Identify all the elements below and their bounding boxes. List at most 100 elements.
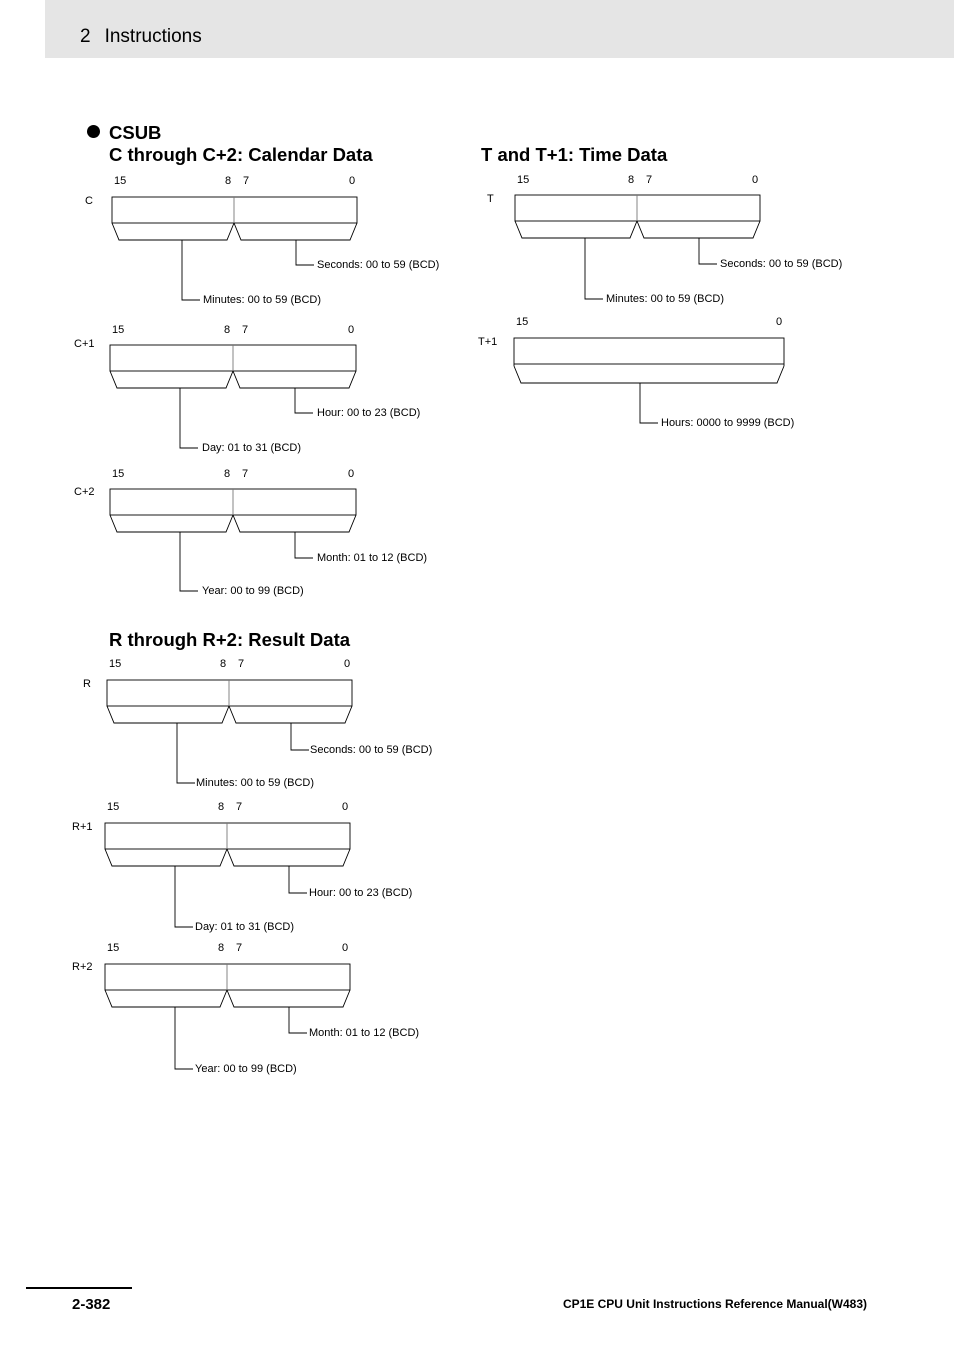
bit-8-label: 8 xyxy=(628,174,635,186)
bit-7-label: 7 xyxy=(242,468,249,480)
page-number: 2-382 xyxy=(72,1296,111,1313)
upper-byte-bracket xyxy=(111,222,235,241)
lower-byte-field: Hour: 00 to 23 (BCD) xyxy=(317,407,421,419)
bit-7-label: 7 xyxy=(238,658,245,670)
chapter-heading: 2 Instructions xyxy=(80,26,202,48)
upper-byte-leader xyxy=(181,240,200,301)
upper-byte-field: Minutes: 00 to 59 (BCD) xyxy=(203,294,321,306)
lower-byte-field: Month: 01 to 12 (BCD) xyxy=(309,1027,420,1039)
lower-byte-field: Month: 01 to 12 (BCD) xyxy=(317,552,428,564)
lower-byte-leader xyxy=(294,532,313,559)
register-label: R xyxy=(83,678,91,690)
upper-byte-field: Day: 01 to 31 (BCD) xyxy=(195,921,295,933)
bit-7-label: 7 xyxy=(236,801,243,813)
word-leader xyxy=(639,383,658,424)
bit-8-label: 8 xyxy=(218,801,225,813)
lower-byte-field: Seconds: 00 to 59 (BCD) xyxy=(317,259,440,271)
bit-7-label: 7 xyxy=(243,175,250,187)
register-word-box xyxy=(104,822,351,850)
lower-byte-bracket xyxy=(232,370,357,389)
footer-rule xyxy=(26,1287,132,1289)
upper-byte-bracket xyxy=(104,848,228,867)
register-label: C+2 xyxy=(74,486,95,498)
csub-heading: CSUB xyxy=(109,122,162,143)
bit-0-label: 0 xyxy=(342,942,349,954)
register-label: R+2 xyxy=(72,961,93,973)
bit-7-label: 7 xyxy=(242,324,249,336)
upper-byte-field: Year: 00 to 99 (BCD) xyxy=(202,585,304,597)
upper-byte-bracket xyxy=(109,514,234,533)
result-data-heading: R through R+2: Result Data xyxy=(109,629,351,650)
bit-8-label: 8 xyxy=(225,175,232,187)
bit-0-label: 0 xyxy=(752,174,759,186)
bit-0-label: 0 xyxy=(348,324,355,336)
register-label: C xyxy=(85,195,93,207)
lower-byte-field: Seconds: 00 to 59 (BCD) xyxy=(720,258,843,270)
manual-title: CP1E CPU Unit Instructions Reference Man… xyxy=(562,1297,867,1311)
chapter-number: 2 xyxy=(80,26,91,47)
lower-byte-bracket xyxy=(232,514,357,533)
bit-15-label: 15 xyxy=(112,324,125,336)
upper-byte-leader xyxy=(179,532,198,592)
bit-0-label: 0 xyxy=(348,468,355,480)
upper-byte-field: Year: 00 to 99 (BCD) xyxy=(195,1063,297,1075)
upper-byte-leader xyxy=(176,723,195,784)
bit-7-label: 7 xyxy=(646,174,653,186)
upper-byte-field: Minutes: 00 to 59 (BCD) xyxy=(196,777,314,789)
upper-byte-bracket xyxy=(104,989,228,1008)
bit-7-label: 7 xyxy=(236,942,243,954)
chapter-title: Instructions xyxy=(104,26,202,47)
lower-byte-bracket xyxy=(228,705,353,724)
bit-0-label: 0 xyxy=(342,801,349,813)
bit-8-label: 8 xyxy=(224,324,231,336)
lower-byte-leader xyxy=(290,723,309,751)
register-word-box xyxy=(111,196,358,224)
upper-byte-field: Minutes: 00 to 59 (BCD) xyxy=(606,293,724,305)
register-label: R+1 xyxy=(72,821,93,833)
upper-byte-bracket xyxy=(106,705,230,724)
bit-0-label: 0 xyxy=(344,658,351,670)
lower-byte-field: Hour: 00 to 23 (BCD) xyxy=(309,887,413,899)
bit-0-label: 0 xyxy=(776,316,783,328)
bit-8-label: 8 xyxy=(218,942,225,954)
upper-byte-leader xyxy=(179,388,198,449)
bit-15-label: 15 xyxy=(107,942,120,954)
register-word-box xyxy=(514,194,761,222)
lower-byte-bracket xyxy=(233,222,358,241)
lower-byte-leader xyxy=(294,388,313,414)
time-data-heading: T and T+1: Time Data xyxy=(481,144,668,165)
calendar-data-heading: C through C+2: Calendar Data xyxy=(109,144,373,165)
lower-byte-field: Seconds: 00 to 59 (BCD) xyxy=(310,744,433,756)
upper-byte-field: Day: 01 to 31 (BCD) xyxy=(202,442,302,454)
register-label: C+1 xyxy=(74,338,95,350)
lower-byte-leader xyxy=(288,1007,307,1034)
bit-8-label: 8 xyxy=(220,658,227,670)
lower-byte-bracket xyxy=(226,989,351,1008)
header-band xyxy=(45,0,954,58)
register-label: T xyxy=(487,193,494,205)
upper-byte-leader xyxy=(174,866,193,928)
bit-8-label: 8 xyxy=(224,468,231,480)
bit-15-label: 15 xyxy=(112,468,125,480)
upper-byte-leader xyxy=(584,238,603,300)
lower-byte-leader xyxy=(295,240,314,266)
bit-15-label: 15 xyxy=(516,316,529,328)
word-field: Hours: 0000 to 9999 (BCD) xyxy=(661,417,795,429)
lower-byte-leader xyxy=(698,238,717,265)
bullet-icon xyxy=(87,125,100,138)
bit-15-label: 15 xyxy=(114,175,127,187)
bit-15-label: 15 xyxy=(517,174,530,186)
register-label: T+1 xyxy=(478,336,498,348)
bit-15-label: 15 xyxy=(107,801,120,813)
lower-byte-leader xyxy=(288,866,307,894)
upper-byte-bracket xyxy=(514,220,638,239)
lower-byte-bracket xyxy=(226,848,351,867)
register-word-box xyxy=(106,679,353,707)
word-bracket xyxy=(513,365,785,384)
upper-byte-bracket xyxy=(109,370,234,389)
bit-0-label: 0 xyxy=(349,175,356,187)
register-word-box xyxy=(513,337,785,365)
bit-15-label: 15 xyxy=(109,658,122,670)
lower-byte-bracket xyxy=(636,220,761,239)
